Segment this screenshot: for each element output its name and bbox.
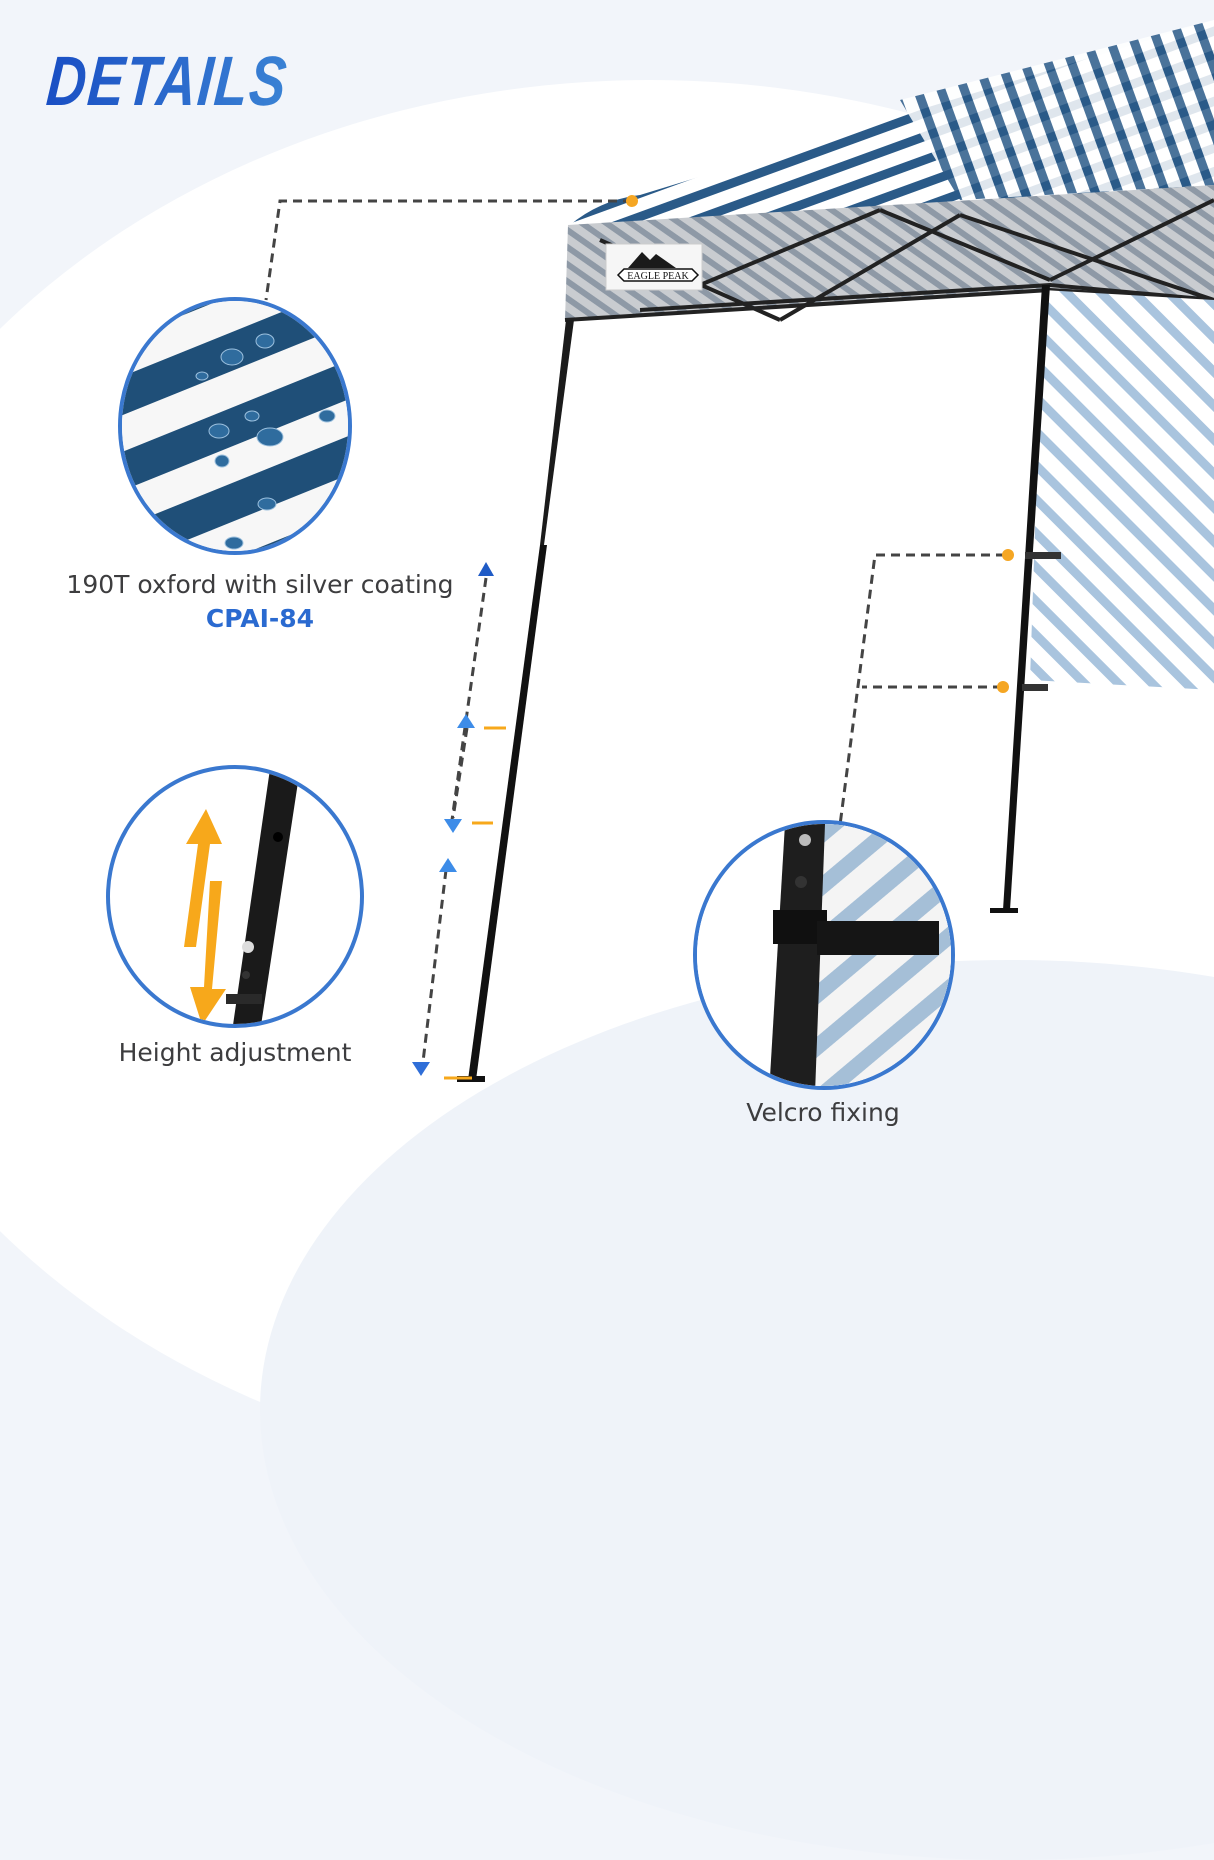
callout-dot [997,681,1009,693]
velcro-detail-circle [693,820,955,1090]
arrow-down-icon [412,1062,430,1076]
arrow-down-icon [444,819,462,833]
callout-line-fabric [264,199,632,301]
telescoping-leg-image [184,769,300,1024]
side-wall [1030,290,1214,690]
right-leg [1003,285,1050,910]
velcro-strap [817,921,939,955]
velcro-label: Velcro fixing [746,1098,900,1127]
arrow-up-icon [439,858,457,872]
callout-dot [626,195,638,207]
height-adjustment-label: Height adjustment [118,1038,352,1067]
arrow-up-icon [184,809,222,947]
front-leg [468,545,547,1080]
fabric-detail-circle [118,297,352,555]
height-adjustment-circle [106,765,364,1028]
fabric-rating-label: CPAI-84 [205,604,315,633]
water-droplets-fabric-image [122,301,348,551]
canopy-illustration: EAGLE PEAK [264,20,1214,1082]
mountain-logo-icon [628,252,676,268]
arrow-down-icon [190,881,226,1024]
fabric-label: 190T oxford with silver coating [66,570,454,599]
callout-dot [1002,549,1014,561]
velcro-strap-image [697,824,951,1086]
arrow-up-icon [478,562,494,576]
arrow-up-icon [457,714,475,728]
callout-line-velcro-top [838,553,1005,826]
brand-label: EAGLE PEAK [627,271,689,282]
